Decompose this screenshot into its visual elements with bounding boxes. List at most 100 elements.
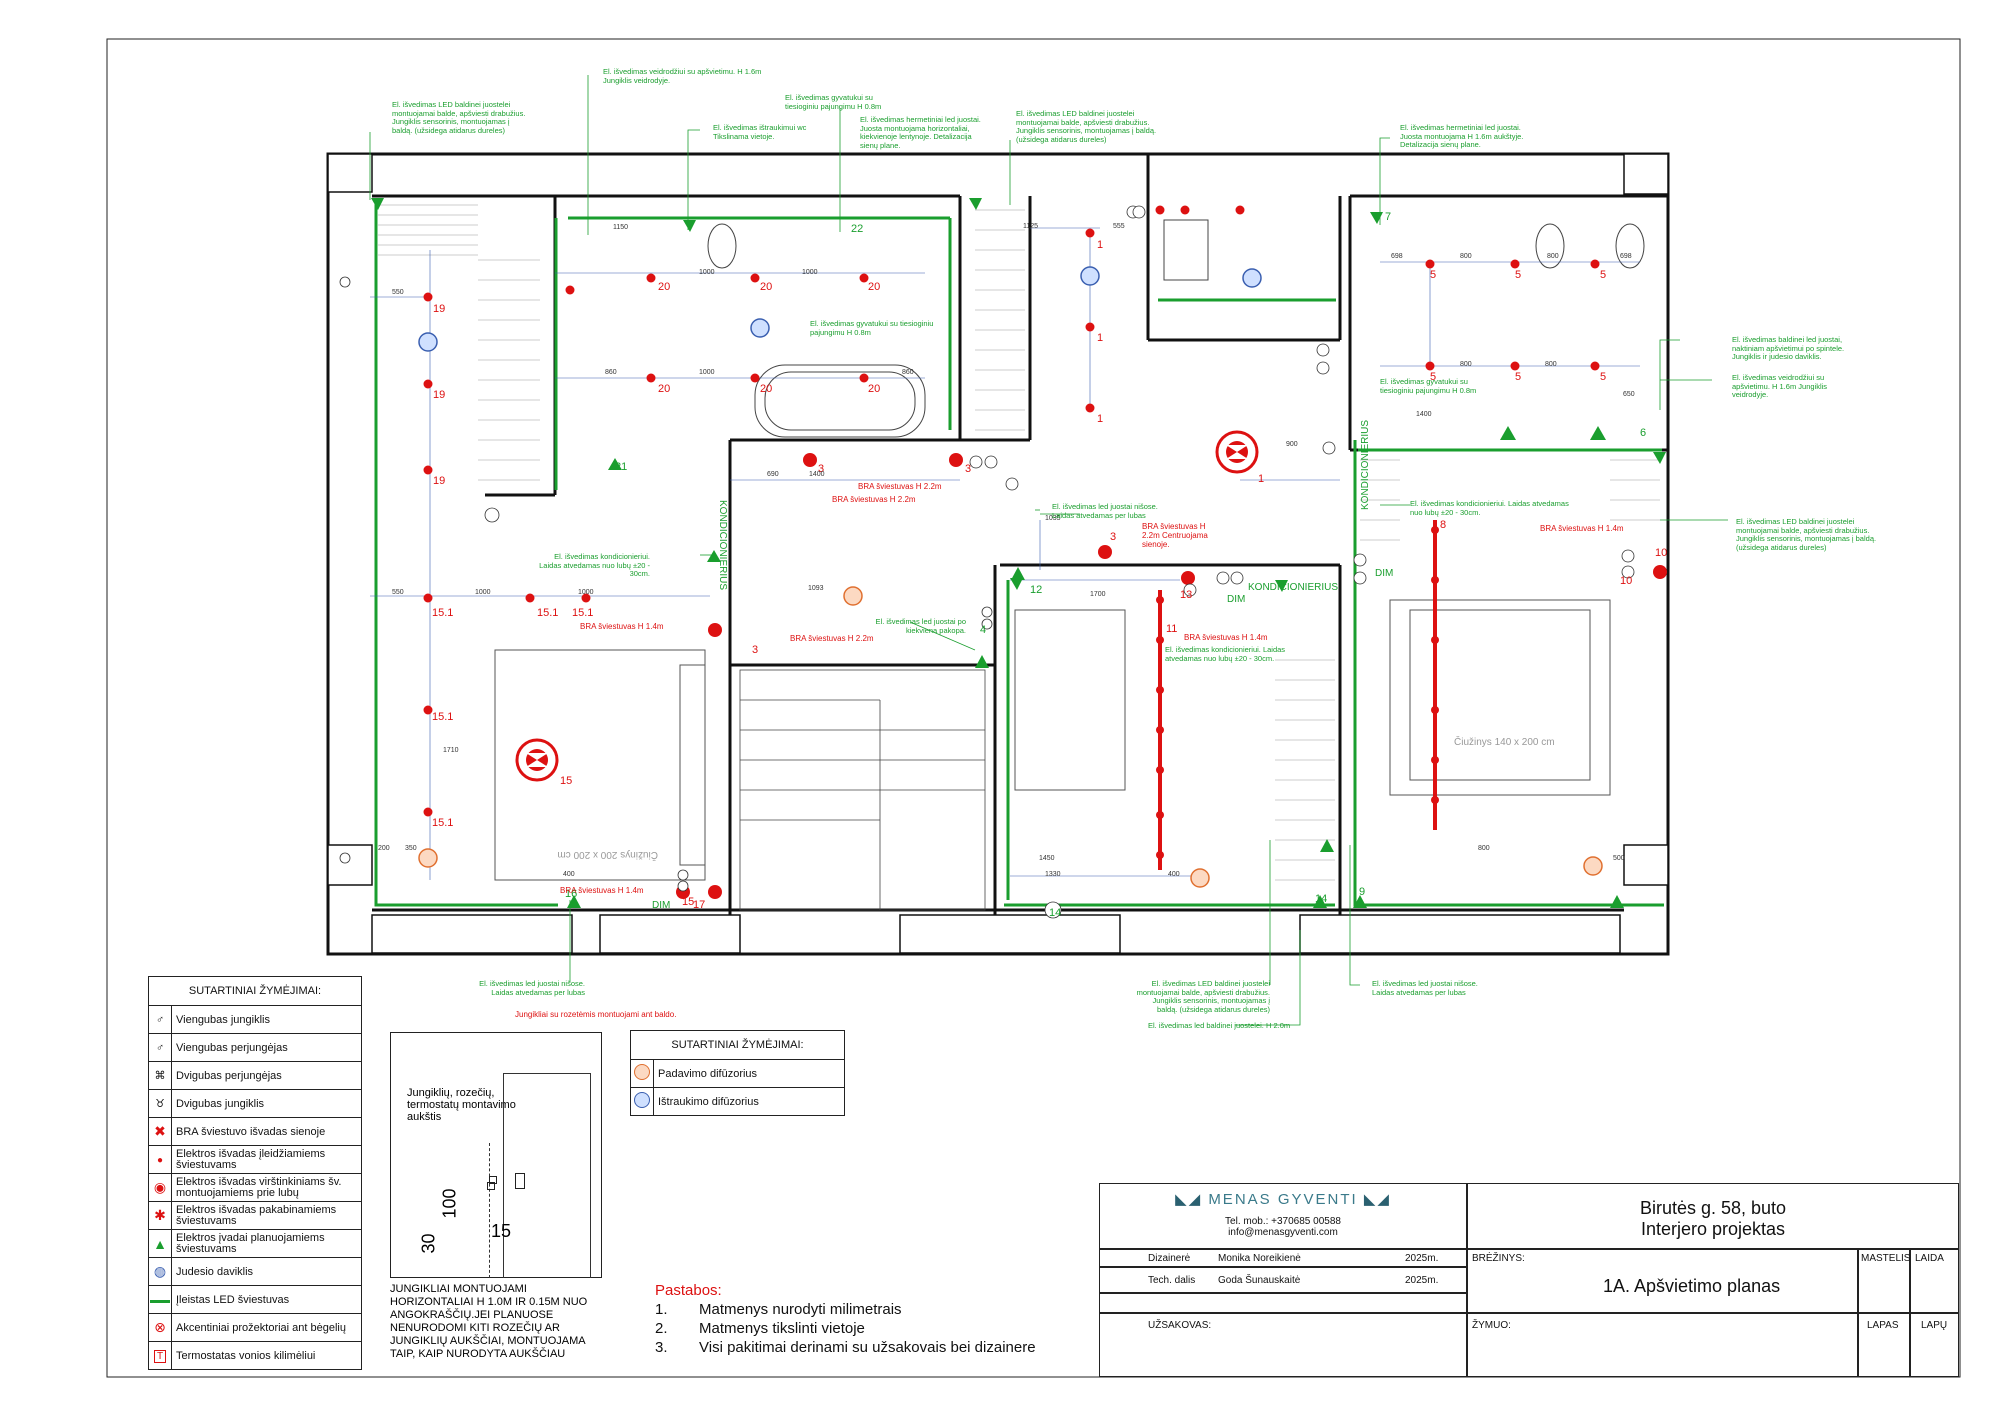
svg-text:15.1: 15.1 <box>432 711 453 723</box>
legend-item: Elektros išvadas įleidžiamiems šviestuva… <box>171 1145 362 1174</box>
note-ac-1: El. išvedimas kondicionieriui. Laidas at… <box>539 552 650 578</box>
designer-row: Dizainerė Monika Noreikienė 2025m. <box>1099 1249 1467 1267</box>
svg-text:9: 9 <box>1359 886 1365 898</box>
company-email: info@menasgyventi.com <box>1228 1227 1338 1238</box>
svg-text:1000: 1000 <box>802 269 818 276</box>
drawing-cell: BRĖŽINYS: 1A. Apšvietimo planas <box>1467 1249 1858 1313</box>
legend-item: Viengubas jungiklis <box>171 1005 362 1034</box>
svg-text:1400: 1400 <box>1416 411 1432 418</box>
svg-text:DIM: DIM <box>1227 594 1245 605</box>
svg-text:15.1: 15.1 <box>537 607 558 619</box>
svg-text:1093: 1093 <box>808 585 824 592</box>
mark-cell: ŽYMUO: <box>1467 1313 1858 1377</box>
note-wardrobe-led-3: El. išvedimas LED baldinei juostelei mon… <box>1736 517 1877 552</box>
svg-text:550: 550 <box>392 589 404 596</box>
svg-text:14: 14 <box>1049 907 1061 919</box>
planned-light-icon: ▲ <box>148 1229 172 1258</box>
note-ac-3: El. išvedimas kondicionieriui. Laidas at… <box>1165 645 1286 663</box>
svg-text:15.1: 15.1 <box>572 607 593 619</box>
switch-mark-icon <box>489 1176 497 1184</box>
year: 2025m. <box>1405 1253 1439 1264</box>
surface-ceiling-light-icon: ◉ <box>148 1173 172 1202</box>
door-handle-icon <box>515 1173 525 1189</box>
svg-text:1: 1 <box>1097 239 1103 251</box>
wall-fills <box>327 153 1669 886</box>
legend-main: SUTARTINIAI ŽYMĖJIMAI: ♂Viengubas jungik… <box>148 976 362 1370</box>
note-bra-6: BRA šviestuvas H 1.4m <box>1184 633 1268 642</box>
svg-text:400: 400 <box>563 871 575 878</box>
note-bra-2: BRA šviestuvas H 2.2m <box>832 495 916 504</box>
svg-text:800: 800 <box>1460 361 1472 368</box>
legend-item: Elektros išvadas pakabinamiems šviestuva… <box>171 1201 362 1230</box>
wardrobe-hatch <box>378 204 1660 881</box>
led-strip-icon <box>148 1285 172 1314</box>
legend-item: Akcentiniai prožektoriai ant bėgelių <box>171 1313 362 1342</box>
svg-text:8: 8 <box>1440 519 1446 531</box>
note-bra-1: BRA šviestuvas H 2.2m <box>858 482 942 491</box>
svg-text:1: 1 <box>1097 413 1103 425</box>
svg-text:1330: 1330 <box>1045 871 1061 878</box>
svg-text:19: 19 <box>433 389 445 401</box>
svg-text:550: 550 <box>392 289 404 296</box>
walls <box>326 152 1670 956</box>
svg-text:1710: 1710 <box>443 747 459 754</box>
svg-text:3: 3 <box>818 463 824 475</box>
svg-text:20: 20 <box>658 383 670 395</box>
svg-text:690: 690 <box>767 471 779 478</box>
note-heater-3: El. išvedimas gyvatukui su tiesioginiu p… <box>1380 377 1477 395</box>
svg-text:800: 800 <box>1547 253 1559 260</box>
thermostat-icon: T <box>148 1341 172 1370</box>
note-hermetic-led-2: El. išvedimas hermetiniai led juostai. J… <box>1400 123 1524 149</box>
svg-text:19: 19 <box>433 475 445 487</box>
svg-text:13: 13 <box>1180 589 1192 601</box>
legend-item: Viengubas perjungėjas <box>171 1033 362 1062</box>
svg-text:5: 5 <box>1600 371 1606 383</box>
note-bra-3: BRA šviestuvas H 2.2m Centruojama sienoj… <box>1142 522 1208 549</box>
legend-item: Termostatas vonios kilimėliui <box>171 1341 362 1370</box>
double-toggle-icon: ⌘ <box>148 1061 172 1090</box>
svg-text:698: 698 <box>1391 253 1403 260</box>
company-phone: Tel. mob.: +370685 00588 <box>1225 1216 1341 1227</box>
note-bra-4: BRA šviestuvas H 1.4m <box>580 622 664 631</box>
svg-text:15: 15 <box>560 775 572 787</box>
svg-text:500: 500 <box>1613 855 1625 862</box>
svg-text:16: 16 <box>565 888 577 900</box>
planned-light-markers <box>371 198 1666 908</box>
svg-text:6: 6 <box>1640 427 1646 439</box>
legend-item: BRA šviestuvo išvadas sienoje <box>171 1117 362 1146</box>
legend-diffusers-title: SUTARTINIAI ŽYMĖJIMAI: <box>630 1030 845 1060</box>
inner-walls <box>372 154 1668 950</box>
note-ac-2: El. išvedimas kondicionieriui. Laidas at… <box>1410 499 1569 517</box>
client-label: UŽSAKOVAS: <box>1148 1320 1212 1331</box>
notes-title: Pastabos: <box>655 1282 722 1299</box>
svg-text:7: 7 <box>1385 211 1391 223</box>
client-cell: UŽSAKOVAS: <box>1099 1313 1467 1377</box>
svg-text:860: 860 <box>605 369 617 376</box>
svg-text:1: 1 <box>1097 332 1103 344</box>
person: Monika Noreikienė <box>1218 1253 1301 1264</box>
diffusers <box>418 266 1603 888</box>
svg-text:400: 400 <box>1168 871 1180 878</box>
note-night-led: El. išvedimas baldinei led juostai, nakt… <box>1732 335 1845 361</box>
legend-main-title: SUTARTINIAI ŽYMĖJIMAI: <box>148 976 362 1006</box>
door-outline <box>503 1073 591 1278</box>
legend-item: Dvigubas jungiklis <box>171 1089 362 1118</box>
pendant-light-icon: ✱ <box>148 1201 172 1230</box>
svg-text:860: 860 <box>902 369 914 376</box>
mounting-title: Jungiklių, rozečių, termostatų montavimo… <box>407 1087 516 1123</box>
svg-text:1035: 1035 <box>1045 515 1061 522</box>
double-switch-icon: ♉ <box>148 1089 172 1118</box>
note-num: 1. <box>655 1301 668 1318</box>
svg-text:20: 20 <box>868 281 880 293</box>
svg-text:1000: 1000 <box>475 589 491 596</box>
svg-text:15.1: 15.1 <box>432 817 453 829</box>
svg-text:15: 15 <box>682 896 694 908</box>
svg-text:DIM: DIM <box>652 900 670 911</box>
recessed-lights <box>423 205 1600 859</box>
note-mirror-1: El. išvedimas veidrodžiui su apšvietimu.… <box>603 67 762 85</box>
note-wc-exhaust: El. išvedimas ištraukimui wc Tikslinama … <box>713 123 807 141</box>
legend-diffusers: SUTARTINIAI ŽYMĖJIMAI: Padavimo difūzori… <box>630 1030 845 1116</box>
plan-small-labels: KONDICIONIERIUS KONDICIONIERIUS KONDICIO… <box>557 420 1554 911</box>
logo-right-icon: ◣◢ <box>1363 1191 1391 1208</box>
note-wardrobe-led-4: El. išvedimas LED baldinei juostelei mon… <box>1136 979 1270 1014</box>
